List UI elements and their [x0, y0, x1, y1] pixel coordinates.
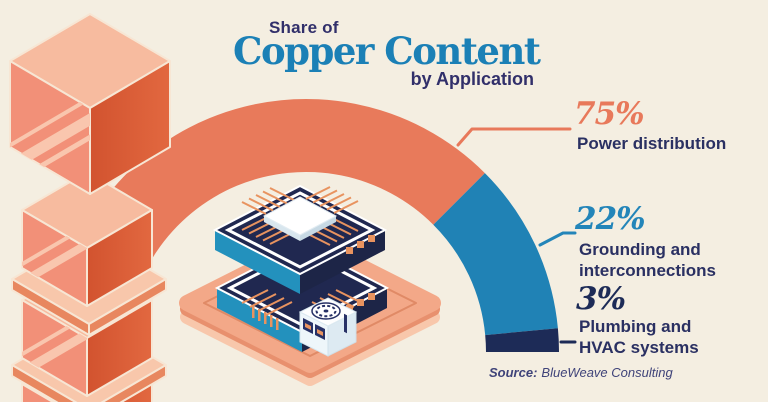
leader-line-22 [538, 231, 577, 247]
callout-3-percent: 3% [576, 281, 626, 317]
callout-3-line1: Plumbing and [579, 317, 692, 336]
psu-ports [303, 313, 347, 340]
source-credit: Source:BlueWeave Consulting [489, 365, 673, 380]
source-text: BlueWeave Consulting [541, 365, 673, 380]
donut-segment-22pct [433, 173, 558, 336]
circuit-board-illustration [179, 184, 441, 386]
callout-75-percent: 75% [574, 96, 645, 132]
callout-75-line1: Power distribution [577, 134, 727, 153]
cpu-chip [262, 196, 338, 241]
psu-fan-icon [311, 302, 341, 320]
leader-lines [456, 127, 577, 344]
callout-3-label: Plumbing and HVAC systems [579, 316, 699, 358]
copper-cube-stack [9, 13, 171, 402]
copper-cube-2 [21, 171, 153, 307]
callout-22-line1: Grounding and [579, 240, 701, 259]
pcb-upper [212, 184, 388, 294]
donut-segment-3pct [485, 328, 560, 352]
callout-22-percent: 22% [575, 201, 646, 237]
callout-22-line2: interconnections [579, 261, 716, 280]
psu-box [298, 297, 358, 357]
donut-segment-75pct [52, 98, 485, 352]
page-title: Copper Content [233, 29, 541, 73]
callout-75-label: Power distribution [577, 133, 726, 154]
half-donut-chart [52, 98, 560, 352]
leader-line-75 [456, 127, 572, 147]
title-subtitle: by Application [410, 69, 534, 89]
source-prefix: Source: [489, 365, 538, 380]
callout-22-label: Grounding and interconnections [579, 239, 716, 281]
callout-3-line2: HVAC systems [579, 338, 699, 357]
title-kicker: Share of [269, 18, 339, 37]
